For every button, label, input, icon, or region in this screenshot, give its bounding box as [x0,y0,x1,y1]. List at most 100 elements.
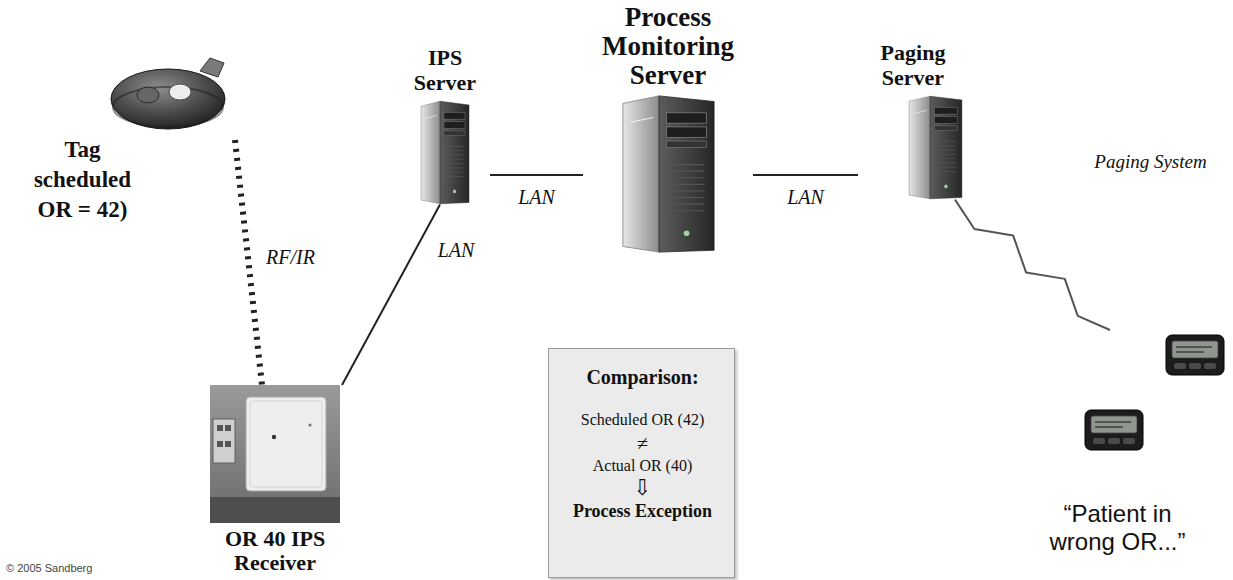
illustration-detail [1176,346,1212,348]
illustration-detail [169,84,191,100]
illustration-detail [1172,341,1218,358]
lan-cable [342,205,440,385]
illustration-detail [934,125,957,129]
link-label: LAN [515,186,558,209]
illustration-detail [210,385,340,523]
comparison-line: Scheduled OR (42) [559,409,726,431]
illustration-detail [421,101,440,204]
text-group: Tag scheduled OR = 42) [20,135,145,225]
device-label: IPS Server [400,45,490,96]
illustration-detail [225,425,231,431]
illustration-detail [667,127,707,137]
illustration-detail [308,423,311,426]
paging-link [955,200,1110,330]
illustration-detail [1166,335,1224,375]
illustration [1030,330,1228,500]
text-group: IPS Server [400,45,490,96]
illustration-detail [936,171,957,172]
illustration-detail [1123,438,1135,444]
illustration-detail [1204,363,1216,369]
illustration-detail [1093,438,1105,444]
illustration-detail [246,397,326,491]
link-label: Paging System [1091,151,1209,173]
link-label: LAN [435,238,478,261]
illustration-detail [1085,410,1143,450]
illustration-detail [936,158,957,159]
tag-device: Tag scheduled OR = 42) [20,55,235,225]
illustration-detail [444,130,465,134]
illustration-detail [1095,421,1131,423]
illustration-detail [669,211,705,212]
result-arrow: ⇩ [559,476,726,500]
illustration-detail [445,158,464,159]
illustration-detail [217,441,223,447]
illustration-detail [1108,438,1120,444]
device-label: OR 40 IPS Receiver [200,527,350,575]
receiver-photo [210,385,340,523]
server-device: Paging Server [858,40,968,200]
illustration-detail [669,178,705,179]
illustration-detail [936,145,957,146]
illustration-detail [440,101,469,204]
illustration-detail [667,113,707,123]
illustration-detail [1189,363,1201,369]
illustration-detail [444,112,465,119]
illustration-detail [669,164,705,165]
illustration-detail [200,58,224,77]
pager-device: “Patient in wrong OR...” [1030,330,1228,555]
lan-cable [753,174,858,176]
illustration-detail [1174,363,1186,369]
text-group: “Patient in wrong OR...” [1030,500,1205,555]
illustration-detail [445,150,464,151]
illustration-detail [669,171,705,172]
illustration-detail [659,96,714,252]
device-label: Paging Server [858,40,968,91]
illustration-detail [1085,410,1143,450]
illustration [420,100,490,205]
illustration-detail [445,163,464,164]
pager-message: “Patient in wrong OR...” [1030,500,1205,555]
illustration-detail [631,118,654,123]
server-device: IPS Server [400,45,490,205]
device-label: Process Monitoring Server [583,3,753,90]
illustration-detail [225,441,231,447]
comparison-line: Actual OR (40) [559,455,726,477]
illustration-detail [213,419,235,463]
illustration-detail [445,171,464,172]
illustration [20,55,235,135]
tag-illustration [20,55,235,135]
illustration-detail [934,107,957,114]
illustration-detail [1166,335,1224,375]
illustration-detail [445,154,464,155]
illustration-detail [936,149,957,150]
illustration-detail [936,166,957,167]
illustration-detail [1176,351,1204,353]
illustration [908,95,968,200]
radio-link [235,140,262,385]
illustration-detail [936,153,957,154]
illustration-detail [936,140,957,141]
illustration-detail [445,176,464,177]
illustration-detail [669,184,705,185]
server-device: Process Monitoring Server [583,3,753,254]
box-heading: Comparison: [559,365,726,389]
illustration-detail [669,191,705,192]
copyright-notice: © 2005 Sandberg [6,562,92,574]
illustration [210,385,350,523]
illustration-detail [113,87,223,127]
server-illustration [908,95,963,200]
illustration-detail [445,167,464,168]
device-label: Tag scheduled OR = 42) [20,135,145,225]
illustration-detail [667,142,707,149]
illustration-detail [944,184,947,188]
illustration-detail [210,497,340,523]
link-label: LAN [784,186,827,209]
pager-illustration [1030,330,1228,500]
text-group: Paging Server [858,40,968,91]
illustration-detail [111,69,225,129]
illustration-detail [914,110,927,113]
lan-cable [490,174,583,176]
illustration-detail [669,204,705,205]
illustration-detail [684,231,690,237]
illustration-detail [1091,416,1137,433]
